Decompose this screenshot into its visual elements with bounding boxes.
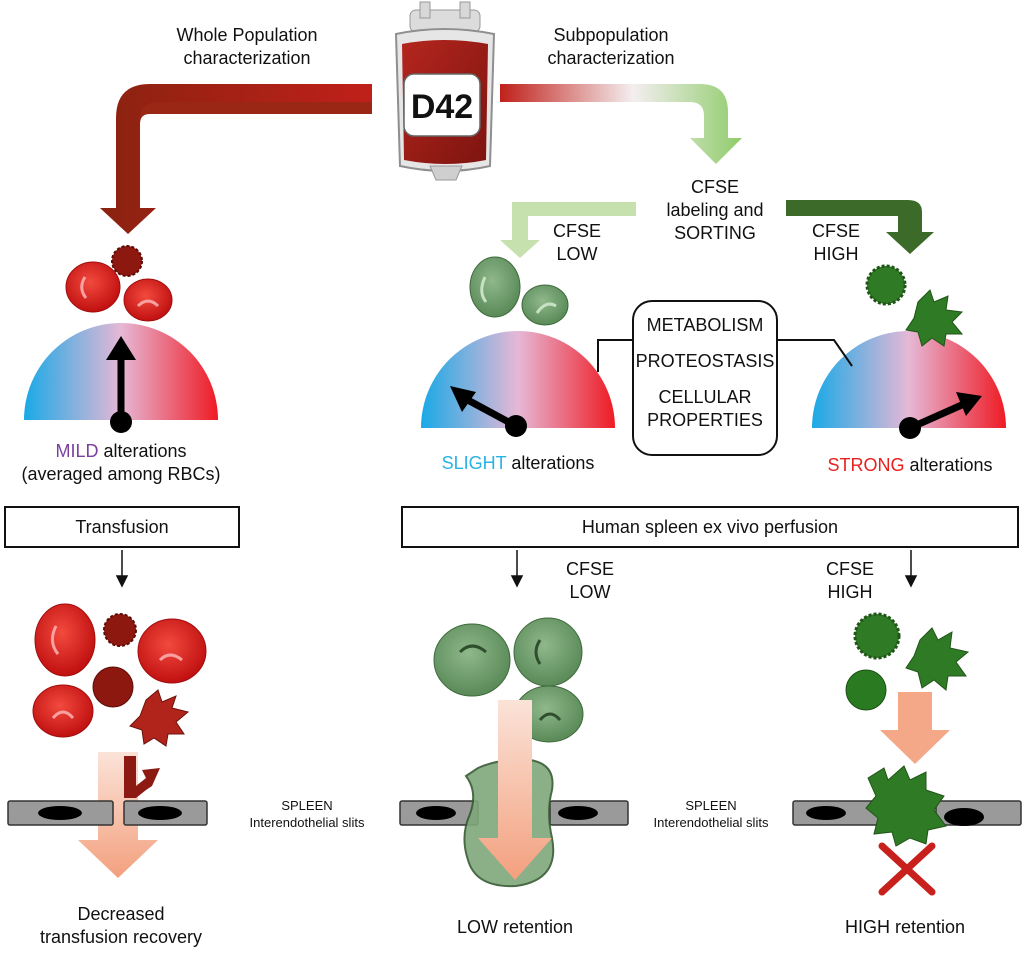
outcome-right: HIGH retention bbox=[844, 917, 966, 937]
sorting-label: CFSE labeling and SORTING bbox=[666, 177, 764, 243]
property-properties: PROPERTIES bbox=[647, 410, 763, 430]
blood-bag-icon bbox=[394, 1, 496, 181]
transfused-cells bbox=[32, 603, 207, 747]
small-down-arrows bbox=[115, 550, 918, 588]
green-cells-cfse-low-bottom bbox=[433, 617, 584, 743]
transfusion-box: Transfusion bbox=[4, 506, 240, 548]
outcome-middle: LOW retention bbox=[456, 917, 574, 937]
strong-alterations-label: STRONG alterations bbox=[827, 455, 993, 475]
spleen-perfusion-box: Human spleen ex vivo perfusion bbox=[401, 506, 1019, 548]
slight-alterations-label: SLIGHT alterations bbox=[441, 453, 595, 473]
gauge-slight bbox=[421, 331, 615, 437]
connector-right bbox=[778, 339, 853, 367]
transfusion-down-arrow bbox=[78, 752, 158, 878]
retained-cell bbox=[865, 765, 947, 847]
subpopulation-title: Subpopulation characterization bbox=[547, 25, 675, 68]
spleen-slit-left bbox=[7, 800, 208, 826]
property-metabolism: METABOLISM bbox=[646, 315, 764, 335]
cfse-high-arrow bbox=[786, 200, 934, 254]
property-cellular: CELLULAR bbox=[658, 387, 752, 407]
blocked-x-icon bbox=[878, 842, 936, 896]
mild-alterations-label: MILD alterations (averaged among RBCs) bbox=[21, 441, 221, 484]
subpopulation-arrow bbox=[500, 84, 742, 164]
low-retention-arrow bbox=[478, 700, 552, 880]
property-proteostasis: PROTEOSTASIS bbox=[635, 351, 775, 371]
cfse-low-arrow bbox=[500, 202, 636, 258]
bounce-arrow bbox=[124, 756, 160, 798]
connector-left bbox=[597, 339, 632, 372]
green-cells-cfse-high-top bbox=[865, 264, 964, 347]
whole-population-title: Whole Population characterization bbox=[176, 25, 318, 68]
red-blood-cells-top-left bbox=[65, 245, 173, 322]
green-cells-cfse-high-bottom bbox=[845, 612, 970, 711]
bag-label: D42 bbox=[411, 88, 473, 126]
whole-population-arrow-head bbox=[100, 84, 372, 234]
green-cells-cfse-low-top bbox=[469, 256, 569, 326]
gauge-mild bbox=[24, 323, 218, 433]
high-retention-arrow bbox=[880, 692, 950, 764]
properties-box: METABOLISM PROTEOSTASIS CELLULAR PROPERT… bbox=[632, 300, 778, 456]
gauge-strong bbox=[812, 331, 1006, 439]
